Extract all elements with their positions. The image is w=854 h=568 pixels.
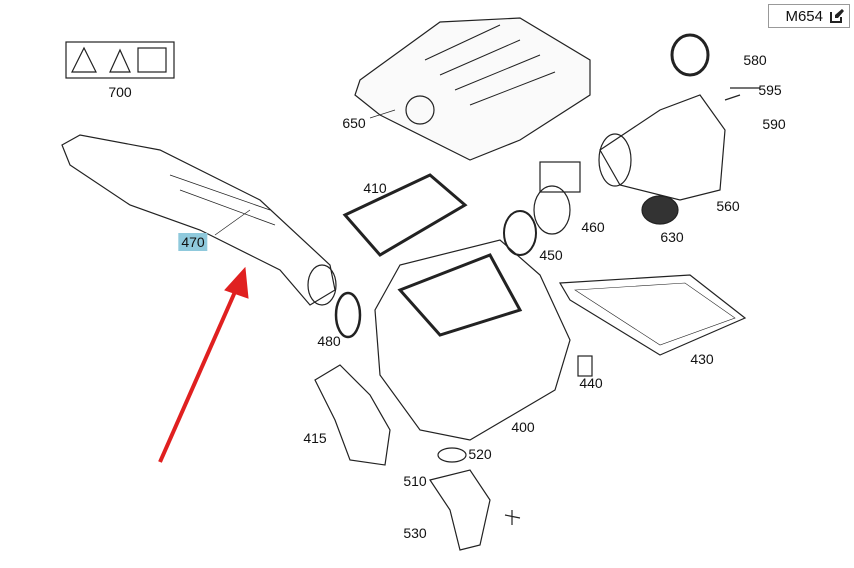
callout-595: 595: [758, 82, 782, 98]
callout-430: 430: [690, 351, 714, 367]
callout-530: 530: [403, 525, 427, 541]
callout-480: 480: [317, 333, 341, 349]
callout-450: 450: [539, 247, 563, 263]
lower-duct-part: [314, 364, 391, 466]
callout-410: 410: [363, 180, 387, 196]
callout-630: 630: [660, 229, 684, 245]
intake-duct-part: [61, 134, 336, 306]
callout-560: 560: [716, 198, 740, 214]
callout-700: 700: [108, 84, 132, 100]
callout-590: 590: [762, 116, 786, 132]
model-badge[interactable]: M654: [768, 4, 850, 28]
red-arrow: [158, 266, 249, 463]
callout-440: 440: [579, 375, 603, 391]
warning-label-part: [65, 41, 175, 79]
callout-470-highlighted: 470: [178, 233, 208, 251]
callout-460: 460: [581, 219, 605, 235]
callout-650: 650: [342, 115, 366, 131]
callout-415: 415: [303, 430, 327, 446]
callout-510: 510: [403, 473, 427, 489]
airbox-part: [374, 239, 571, 441]
callout-520: 520: [468, 446, 492, 462]
filter-part: [558, 274, 747, 356]
edit-icon[interactable]: [829, 8, 845, 24]
bracket-part: [429, 469, 491, 551]
model-label: M654: [785, 7, 823, 25]
callout-580: 580: [743, 52, 767, 68]
engine-cover-part: [354, 17, 591, 161]
callout-400: 400: [511, 419, 535, 435]
